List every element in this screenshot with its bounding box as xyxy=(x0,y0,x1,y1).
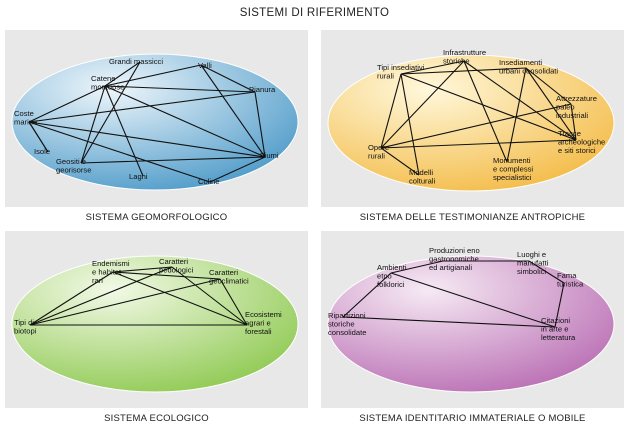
connection-line xyxy=(525,67,572,105)
connection-line xyxy=(380,60,465,149)
connection-line xyxy=(400,60,465,75)
connection-line xyxy=(254,91,266,158)
connection-line xyxy=(570,103,577,141)
connection-line xyxy=(80,61,141,164)
connection-line xyxy=(112,266,173,273)
connection-line xyxy=(28,121,211,183)
connection-line xyxy=(554,282,565,328)
connection-line xyxy=(525,67,577,141)
connection-line xyxy=(380,73,402,149)
node-label: Pianura xyxy=(249,85,276,94)
connection-line xyxy=(28,85,106,123)
caption-identity: SISTEMA IDENTITARIO IMMATERIALE O MOBILE xyxy=(359,413,586,424)
connection-line xyxy=(28,91,256,123)
page-title: SISTEMI DI RIFERIMENTO xyxy=(239,7,390,19)
connection-line xyxy=(104,85,256,93)
connection-line xyxy=(506,67,527,163)
connection-line xyxy=(380,103,572,149)
connection-line xyxy=(104,64,202,87)
ellipse-background xyxy=(11,53,299,191)
connection-line xyxy=(400,73,577,141)
connection-line xyxy=(112,271,221,280)
connection-line xyxy=(209,156,266,183)
connection-line xyxy=(28,121,49,153)
connection-line xyxy=(171,266,248,326)
connection-line xyxy=(463,60,577,141)
connection-line xyxy=(80,156,266,164)
connection-line xyxy=(380,147,420,176)
connection-line xyxy=(200,64,256,93)
connection-line xyxy=(400,67,527,75)
connection-line xyxy=(104,85,266,158)
caption-ecological: SISTEMA ECOLOGICO xyxy=(104,413,209,424)
connection-line xyxy=(528,260,565,284)
node-label: Coline xyxy=(198,177,220,186)
ellipse-background xyxy=(327,54,615,192)
connection-line xyxy=(400,73,420,176)
connection-line xyxy=(200,64,266,158)
connection-line xyxy=(104,61,141,87)
connection-line xyxy=(390,272,556,328)
connection-line xyxy=(342,272,392,318)
caption-anthropic: SISTEMA DELLE TESTIMONIANZE ANTROPICHE xyxy=(359,212,586,223)
connection-line xyxy=(28,121,266,158)
connection-line xyxy=(112,271,248,326)
connection-line xyxy=(80,85,106,164)
node-label: Laghi xyxy=(129,172,148,181)
connection-line xyxy=(380,139,577,149)
node-label: Grandi massicci xyxy=(109,57,163,66)
connection-line xyxy=(342,316,556,328)
connection-line xyxy=(463,60,508,163)
connection-line xyxy=(219,278,248,326)
connection-line xyxy=(29,278,221,326)
node-label: Isole xyxy=(34,147,50,156)
node-label: Valli xyxy=(198,61,212,70)
node-label: Fiumi xyxy=(260,151,279,160)
connection-line xyxy=(390,260,444,274)
connection-line xyxy=(29,271,114,326)
caption-geomorphological: SISTEMA GEOMORFOLOGICO xyxy=(85,212,228,223)
ellipse-background xyxy=(327,255,615,393)
connection-line xyxy=(29,266,173,326)
